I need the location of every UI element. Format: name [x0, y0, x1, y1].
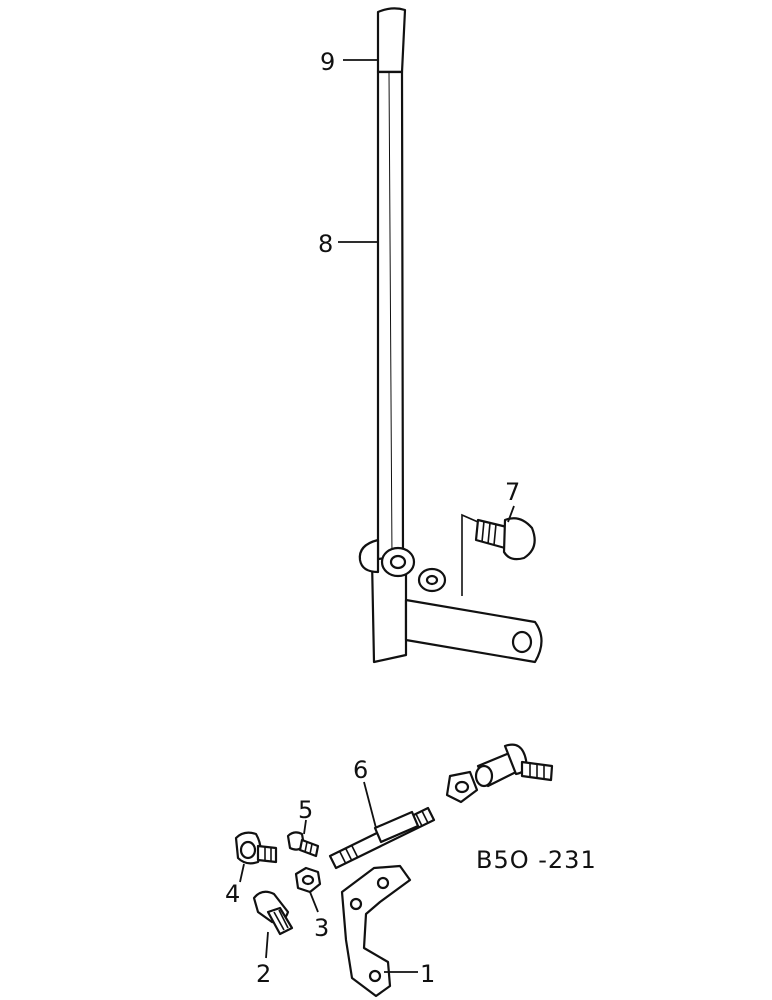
callout-8: 8 [318, 230, 333, 258]
callout-4: 4 [225, 880, 240, 908]
leader-6 [363, 781, 377, 829]
ball-stud [252, 890, 294, 936]
leader-4 [239, 863, 245, 883]
callout-6: 6 [353, 756, 368, 784]
hex-nut [294, 866, 322, 894]
leader-5 [303, 819, 307, 835]
lever-assembly [358, 7, 543, 664]
callout-1: 1 [420, 960, 435, 988]
leader-7 [507, 505, 515, 523]
lever-grip [376, 7, 407, 74]
threaded-rod [328, 806, 436, 870]
reference-code: B5O -231 [476, 846, 597, 874]
right-rod-end [445, 743, 554, 804]
mounting-bracket [340, 864, 412, 998]
left-rod-end [234, 831, 278, 865]
leader-2 [265, 931, 269, 959]
shoulder-bolt [461, 513, 536, 596]
callout-7: 7 [505, 478, 520, 506]
callout-3: 3 [314, 914, 329, 942]
small-bolt [286, 831, 320, 858]
callout-2: 2 [256, 960, 271, 988]
callout-9: 9 [320, 48, 335, 76]
callout-5: 5 [298, 796, 313, 824]
leader-3 [309, 891, 319, 913]
lever-arm [404, 598, 543, 664]
